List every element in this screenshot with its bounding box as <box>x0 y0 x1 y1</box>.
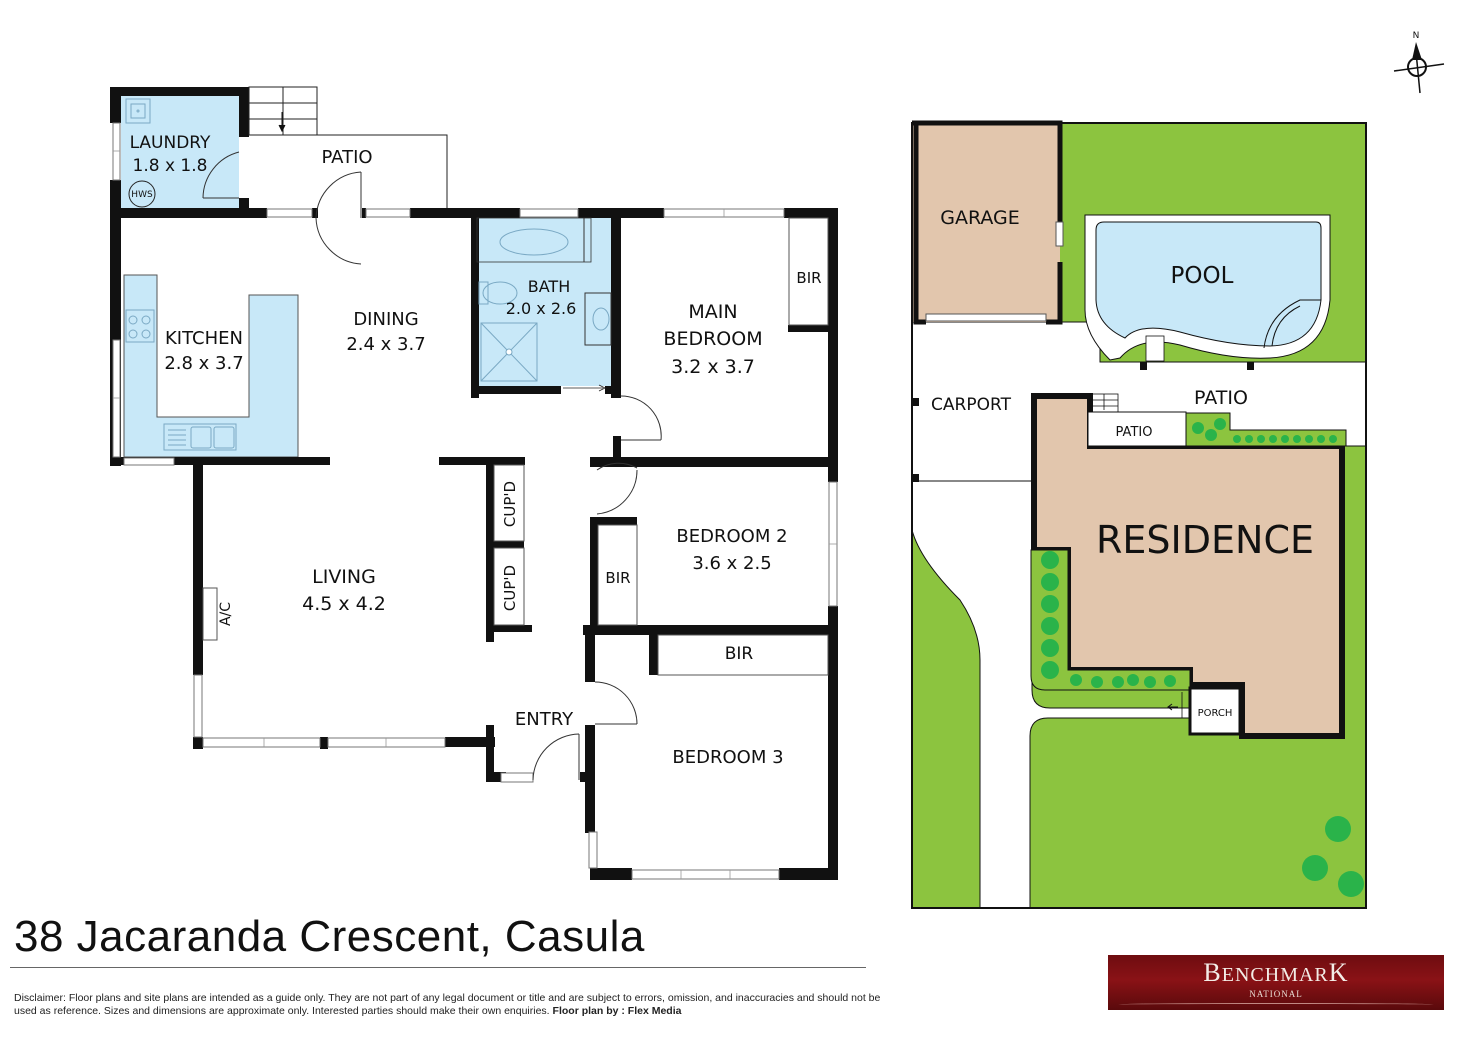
compass-north-south-axis <box>1415 51 1421 94</box>
carport-label: CARPORT <box>931 395 1012 415</box>
logo-final: K <box>1328 958 1349 987</box>
porch-label: PORCH <box>1198 708 1233 719</box>
disclaimer: Disclaimer: Floor plans and site plans a… <box>14 992 894 1018</box>
dining-label: DINING <box>353 309 418 330</box>
pool-label: POOL <box>1171 263 1234 289</box>
hws-label: HWS <box>131 190 153 200</box>
stairs-arrow-icon <box>278 112 286 133</box>
pool-water <box>1095 221 1322 347</box>
porch <box>1188 686 1242 736</box>
property-boundary <box>911 122 1367 909</box>
residence-label: RESIDENCE <box>1096 518 1314 562</box>
bedroom2-size: 3.6 x 2.5 <box>692 553 771 574</box>
bath-label: BATH <box>528 277 570 296</box>
laundry-size: 1.8 x 1.8 <box>133 156 208 176</box>
north-arrow-icon <box>1412 42 1422 60</box>
floor-plan-credit: Floor plan by : Flex Media <box>552 1005 682 1017</box>
logo-name: ENCHMAR <box>1221 964 1329 986</box>
entry-label: ENTRY <box>515 709 574 730</box>
logo-wordmark: BENCHMARK <box>1108 958 1444 988</box>
site-stairs <box>1089 393 1119 413</box>
bed2-bir-label: BIR <box>605 569 630 587</box>
laundry-floor <box>121 96 239 208</box>
main-bedroom-label-line1: MAIN <box>688 301 737 323</box>
compass-east-west-axis <box>1393 63 1445 72</box>
garage <box>912 123 1060 322</box>
cupd-2-label: CUP'D <box>501 565 519 611</box>
logo-subtitle: NATIONAL <box>1249 989 1303 999</box>
cupd-1-label: CUP'D <box>501 481 519 527</box>
window-mullions <box>113 150 837 879</box>
patio-small-label: PATIO <box>1116 425 1153 440</box>
title-divider <box>10 967 866 968</box>
main-bedroom-label-line2: BEDROOM <box>663 328 762 350</box>
patio-label: PATIO <box>321 147 372 168</box>
site-plan: GARAGE POOL CARPORT PATIO PATIO RESIDENC… <box>911 120 1367 909</box>
pool-steps <box>1263 299 1321 349</box>
driveway <box>911 321 1367 909</box>
small-patio <box>1087 411 1187 447</box>
shrubs <box>1041 418 1364 897</box>
disclaimer-text: Disclaimer: Floor plans and site plans a… <box>14 992 881 1017</box>
patio-main-label: PATIO <box>1194 387 1248 409</box>
kitchen-label: KITCHEN <box>165 328 243 349</box>
dining-size: 2.4 x 3.7 <box>346 334 425 355</box>
logo-initial: B <box>1203 958 1222 987</box>
benchmark-national-logo: BENCHMARK NATIONAL <box>1108 955 1444 1010</box>
porch-arrow-icon <box>1167 703 1178 711</box>
hws-fixture <box>128 180 156 208</box>
laundry-label: LAUNDRY <box>130 133 211 153</box>
bath-size: 2.0 x 2.6 <box>506 299 577 318</box>
garage-label: GARAGE <box>940 207 1020 229</box>
bedroom3-label: BEDROOM 3 <box>672 747 783 768</box>
garage-side-window <box>1055 221 1064 247</box>
living-label: LIVING <box>312 566 376 588</box>
logo-swoosh <box>1118 1003 1434 1006</box>
bedroom2-label: BEDROOM 2 <box>676 526 787 547</box>
main-bir-label: BIR <box>796 269 821 287</box>
living-size: 4.5 x 4.2 <box>302 593 386 615</box>
property-address-title: 38 Jacaranda Crescent, Casula <box>14 912 645 961</box>
compass-north-label: N <box>1413 31 1420 41</box>
walls <box>110 87 838 880</box>
north-compass: N <box>1393 31 1445 94</box>
main-bedroom-size: 3.2 x 3.7 <box>671 356 755 378</box>
carport-posts <box>913 362 1254 482</box>
bed3-bir-label: BIR <box>725 644 754 664</box>
floor-plan: LAUNDRY 1.8 x 1.8 HWS PATIO KITCHEN 2.8 … <box>110 86 838 880</box>
garage-door <box>925 313 1047 322</box>
storage-outlines <box>202 217 829 676</box>
door-swings <box>202 151 662 781</box>
kitchen-size: 2.8 x 3.7 <box>164 353 243 374</box>
ac-label: A/C <box>218 602 234 626</box>
fixtures <box>125 98 612 451</box>
bath-sliding-door-arrow-icon <box>563 384 606 392</box>
pool-gate <box>1145 335 1165 362</box>
